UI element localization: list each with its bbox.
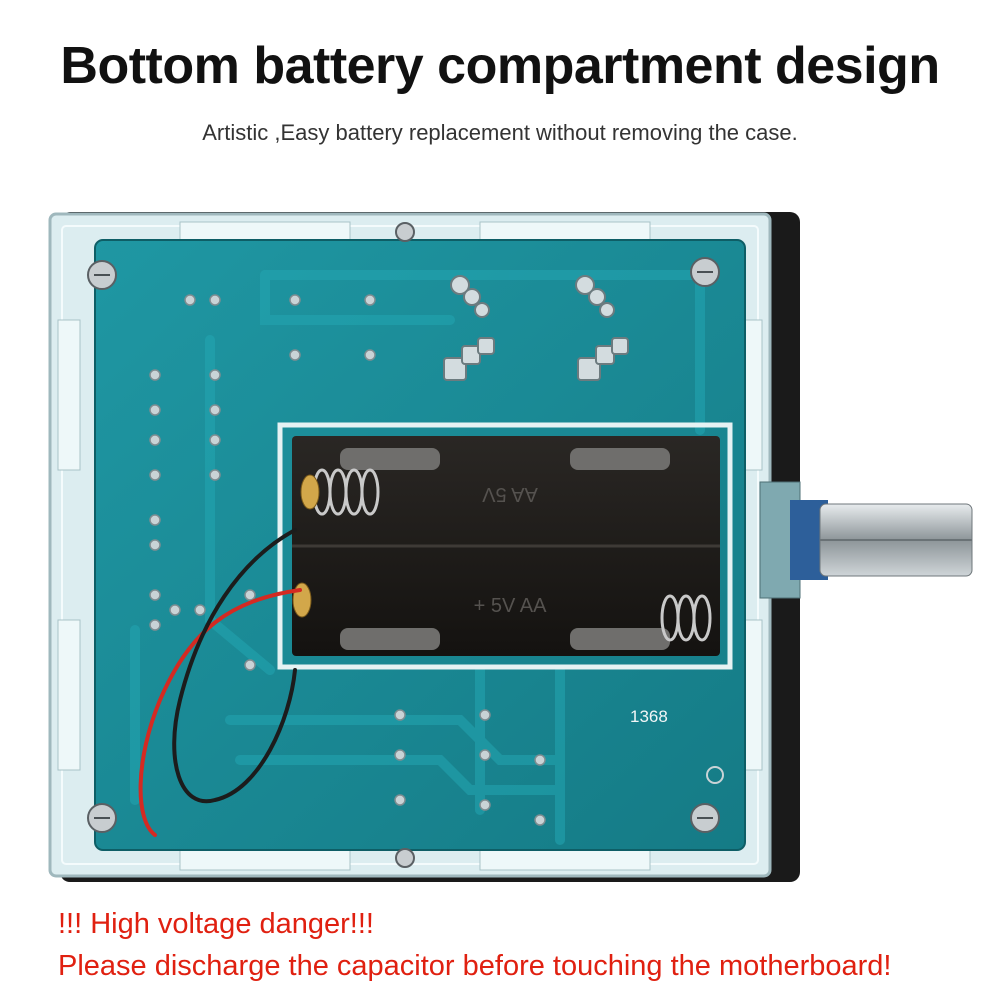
battery-holder: AA 5V + 5V AA [277, 422, 733, 670]
product-photo: 1368 AA 5V + 5V AA [48, 212, 973, 882]
holder-label-top: AA 5V [482, 483, 538, 505]
board-label: 1368 [630, 707, 668, 726]
rotary-shaft [759, 481, 973, 599]
battery-wires [138, 528, 302, 837]
warning-line-1: !!! High voltage danger!!! [58, 908, 374, 940]
holder-label-bottom: + 5V AA [474, 595, 547, 617]
page-title: Bottom battery compartment design [60, 37, 940, 95]
page-subtitle: Artistic ,Easy battery replacement witho… [202, 120, 798, 145]
warning-line-2: Please discharge the capacitor before to… [58, 950, 892, 982]
